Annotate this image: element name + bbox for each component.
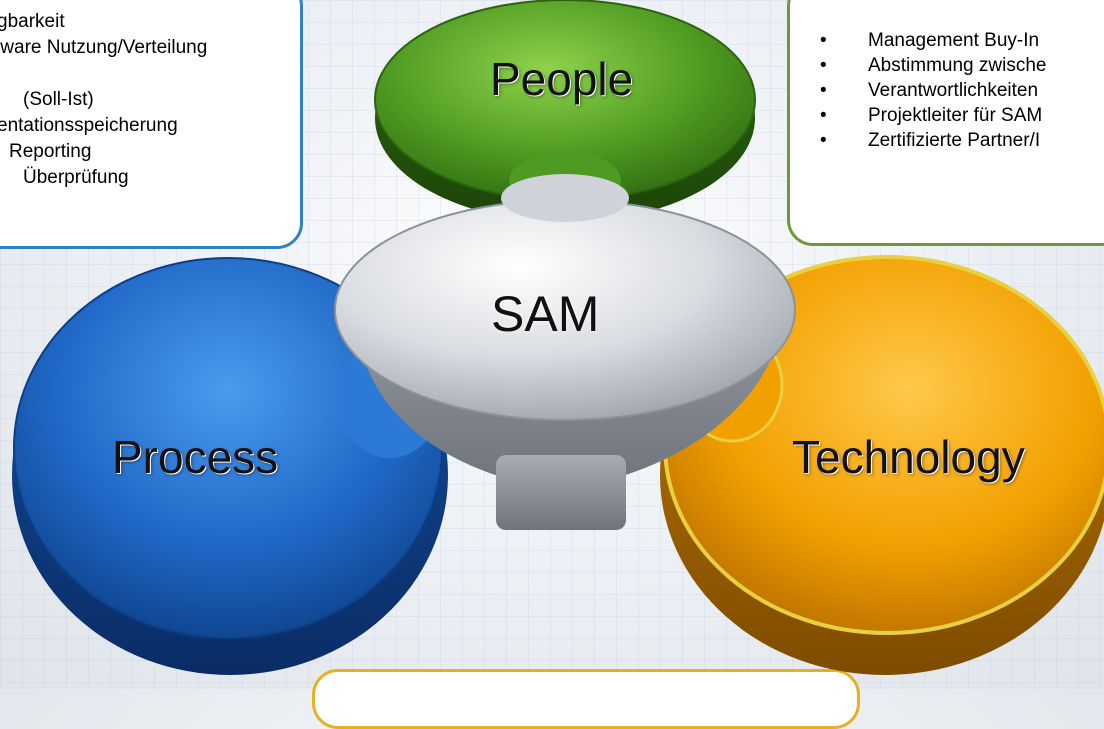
sam-label: SAM	[491, 286, 600, 342]
people-label: People	[490, 53, 634, 105]
process-item: tware Nutzung/Verteilung	[0, 37, 208, 58]
sam-piece	[334, 174, 796, 530]
people-item: Management Buy-In	[820, 28, 1104, 53]
process-item: (Soll-Ist)	[23, 89, 94, 110]
process-piece	[12, 257, 448, 675]
people-item: Projektleiter für SAM	[820, 103, 1104, 128]
process-text-box: gbarkeit tware Nutzung/Verteilung (Soll-…	[0, 0, 303, 249]
people-list: Management Buy-In Abstimmung zwische Ver…	[820, 28, 1104, 153]
people-text-box: Management Buy-In Abstimmung zwische Ver…	[787, 0, 1104, 246]
people-item: Zertifizierte Partner/I	[820, 128, 1104, 153]
process-item: Reporting	[9, 141, 92, 162]
sam-puzzle-diagram	[12, 0, 1104, 675]
process-item: Überprüfung	[23, 167, 129, 188]
process-label: Process	[112, 431, 279, 483]
process-item: entationsspeicherung	[0, 115, 178, 136]
people-item: Abstimmung zwische	[820, 53, 1104, 78]
process-item: gbarkeit	[0, 11, 65, 32]
technology-label: Technology	[792, 431, 1025, 483]
process-list: gbarkeit tware Nutzung/Verteilung (Soll-…	[0, 9, 290, 191]
people-item: Verantwortlichkeiten	[820, 78, 1104, 103]
